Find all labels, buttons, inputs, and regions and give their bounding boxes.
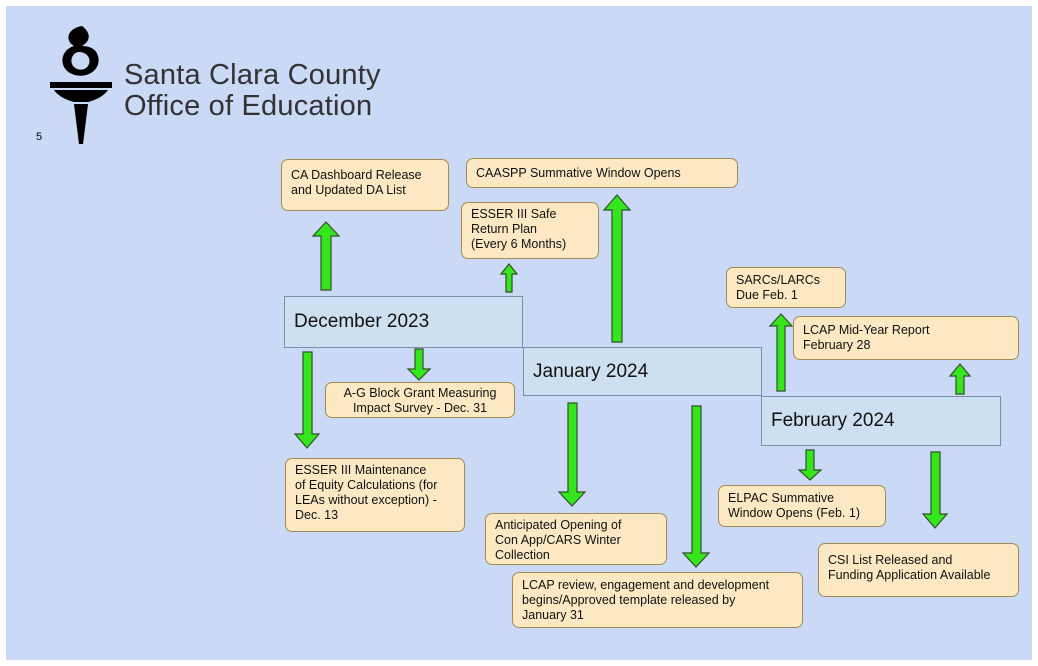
month-december-2023-label: December 2023 — [294, 311, 430, 332]
event-esser-safe-return: ESSER III Safe Return Plan (Every 6 Mont… — [461, 202, 599, 259]
event-sarcs-larcs: SARCs/LARCs Due Feb. 1 — [726, 267, 846, 308]
arrow-down-elpac — [797, 449, 823, 481]
event-caaspp: CAASPP Summative Window Opens — [466, 158, 738, 188]
arrow-up-ca-dashboard — [311, 221, 341, 291]
month-february-2024-label: February 2024 — [771, 410, 895, 431]
arrow-down-con-app — [557, 402, 587, 507]
arrow-down-ag-block-grant — [406, 348, 432, 381]
arrow-up-caaspp — [602, 194, 632, 343]
event-con-app: Anticipated Opening of Con App/CARS Wint… — [485, 513, 667, 565]
arrow-up-lcap-midyear — [948, 363, 972, 395]
slide: Santa Clara County Office of Education 5… — [6, 6, 1032, 660]
event-lcap-review: LCAP review, engagement and development … — [512, 572, 803, 628]
event-lcap-midyear: LCAP Mid-Year Report February 28 — [793, 316, 1019, 360]
month-february-2024: February 2024 — [761, 396, 1001, 446]
month-january-2024: January 2024 — [523, 347, 762, 396]
month-december-2023: December 2023 — [284, 296, 523, 348]
month-january-2024-label: January 2024 — [533, 360, 649, 382]
event-ca-dashboard: CA Dashboard Release and Updated DA List — [281, 159, 449, 211]
organization-name-line1: Santa Clara County — [124, 59, 381, 91]
arrow-up-sarcs — [768, 313, 794, 392]
organization-name-line2: Office of Education — [124, 90, 373, 122]
event-esser-maintenance: ESSER III Maintenance of Equity Calculat… — [285, 458, 465, 532]
arrows-layer — [293, 194, 972, 568]
torch-logo-icon — [50, 26, 112, 144]
event-csi-list: CSI List Released and Funding Applicatio… — [818, 543, 1019, 597]
arrow-down-esser-maintenance — [293, 351, 321, 449]
slide-number: 5 — [36, 131, 43, 143]
event-ag-block-grant: A-G Block Grant Measuring Impact Survey … — [325, 382, 515, 418]
event-elpac: ELPAC Summative Window Opens (Feb. 1) — [718, 485, 886, 527]
arrow-up-esser-safe-return — [499, 263, 519, 293]
arrow-down-lcap-review — [681, 405, 711, 568]
organization-name: Santa Clara County Office of Education — [124, 60, 381, 122]
arrow-down-csi-list — [921, 451, 949, 529]
